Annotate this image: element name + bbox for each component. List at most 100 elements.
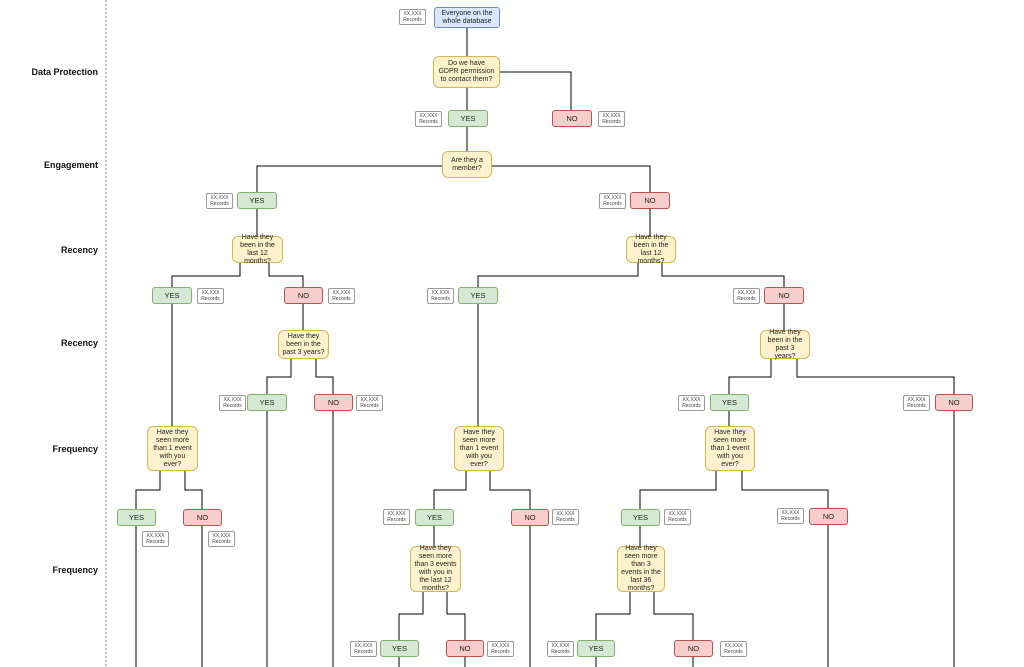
question-nonmember-recent-3y[interactable]: Have they been in the past 3 years?	[760, 328, 810, 360]
records-count: XX,XXX	[781, 510, 800, 516]
row-label-recency-2: Recency	[60, 338, 98, 348]
question-frequency-a[interactable]: Have they seen more than 1 event with yo…	[147, 426, 198, 471]
yes-label: YES	[426, 513, 442, 522]
yes-label: YES	[128, 513, 144, 522]
question-nonmember-recent-12m[interactable]: Have they been in the last 12 months?	[626, 234, 676, 265]
yes-member-recent-12m[interactable]: YES	[152, 287, 192, 304]
yes-label: YES	[164, 291, 180, 300]
connector-line	[661, 263, 785, 287]
records-unit: Records	[146, 539, 165, 545]
question-text: Have they seen more than 3 events in the…	[621, 545, 661, 592]
no-frequency-3-12m[interactable]: NO	[446, 640, 484, 657]
connector-line	[477, 263, 639, 287]
no-gdpr[interactable]: NO	[552, 110, 592, 127]
question-frequency-c[interactable]: Have they seen more than 1 event with yo…	[705, 426, 755, 471]
yes-frequency-3-12m[interactable]: YES	[380, 640, 419, 657]
records-count: XX,XXX	[907, 397, 926, 403]
yes-label: YES	[588, 644, 604, 653]
records-count: XX,XXX	[210, 195, 229, 201]
question-gdpr-text: Do we have GDPR permission to contact th…	[438, 60, 495, 83]
records-unit: Records	[491, 649, 510, 655]
records-unit: Records	[419, 119, 438, 125]
no-frequency-b[interactable]: NO	[511, 509, 549, 526]
connector-line	[256, 165, 442, 192]
no-label: NO	[196, 513, 209, 522]
no-label: NO	[948, 398, 960, 407]
records-count: XX,XXX	[223, 397, 242, 403]
records-unit: Records	[403, 17, 422, 23]
no-member-recent-12m[interactable]: NO	[284, 287, 323, 304]
yes-nonmember-recent-12m[interactable]: YES	[458, 287, 498, 304]
records-unit: Records	[551, 649, 570, 655]
question-text: Have they seen more than 1 event with yo…	[153, 428, 192, 468]
records-count: XX,XXX	[403, 11, 422, 17]
row-label-frequency: Frequency	[52, 444, 98, 454]
records-unit: Records	[781, 516, 800, 522]
question-frequency-3-36m[interactable]: Have they seen more than 3 events in the…	[617, 545, 665, 592]
connector-line	[446, 592, 466, 640]
connector-line	[653, 592, 694, 640]
records-count: XX,XXX	[419, 113, 438, 119]
no-member-recent-3y[interactable]: NO	[314, 394, 353, 411]
no-nonmember-recent-3y[interactable]: NO	[935, 394, 973, 411]
no-label: NO	[459, 644, 471, 653]
no-label: NO	[778, 291, 790, 300]
yes-label: YES	[632, 513, 648, 522]
records-unit: Records	[603, 201, 622, 207]
question-frequency-3-12m[interactable]: Have they seen more than 3 events with y…	[410, 545, 461, 592]
records-count: XX,XXX	[146, 533, 165, 539]
records-count: XX,XXX	[201, 290, 220, 296]
question-text: Have they been in the past 3 years?	[767, 328, 803, 360]
records-count: XX,XXX	[332, 290, 351, 296]
question-frequency-b[interactable]: Have they seen more than 1 event with yo…	[454, 426, 504, 471]
question-gdpr[interactable]: Do we have GDPR permission to contact th…	[433, 56, 500, 88]
connector-line	[492, 165, 651, 192]
yes-gdpr[interactable]: YES	[448, 110, 488, 127]
row-label-recency: Recency	[60, 245, 98, 255]
question-member-recent-12m[interactable]: Have they been in the last 12 months?	[232, 233, 283, 265]
no-frequency-a[interactable]: NO	[183, 509, 222, 526]
yes-label: YES	[259, 398, 275, 407]
yes-frequency-a[interactable]: YES	[117, 509, 156, 526]
yes-member-recent-3y[interactable]: YES	[247, 394, 287, 411]
start-node[interactable]: Everyone on the whole database	[434, 7, 500, 28]
yes-frequency-c[interactable]: YES	[621, 509, 660, 526]
question-member[interactable]: Are they a member?	[442, 151, 492, 178]
records-unit: Records	[682, 403, 701, 409]
question-text: Have they been in the last 12 months?	[240, 233, 275, 265]
records-unit: Records	[360, 403, 379, 409]
records-unit: Records	[737, 296, 756, 302]
question-member-recent-3y[interactable]: Have they been in the past 3 years?	[278, 330, 329, 359]
connector-line	[741, 471, 829, 508]
no-nonmember-recent-12m[interactable]: NO	[764, 287, 804, 304]
records-count: XX,XXX	[431, 290, 450, 296]
no-member[interactable]: NO	[630, 192, 670, 209]
question-text: Have they seen more than 1 event with yo…	[710, 428, 750, 468]
question-text: Have they been in the past 3 years?	[282, 332, 325, 356]
yes-label: YES	[721, 398, 737, 407]
yes-label: YES	[460, 114, 476, 123]
no-frequency-c[interactable]: NO	[809, 508, 848, 525]
records-unit: Records	[332, 296, 351, 302]
yes-nonmember-recent-3y[interactable]: YES	[710, 394, 749, 411]
yes-frequency-3-36m[interactable]: YES	[577, 640, 615, 657]
no-label: NO	[822, 512, 835, 521]
records-unit: Records	[556, 517, 575, 523]
records-count: XX,XXX	[603, 195, 622, 201]
no-frequency-3-36m[interactable]: NO	[674, 640, 713, 657]
yes-member[interactable]: YES	[237, 192, 277, 209]
records-unit: Records	[354, 649, 373, 655]
records-unit: Records	[212, 539, 231, 545]
yes-frequency-b[interactable]: YES	[415, 509, 454, 526]
